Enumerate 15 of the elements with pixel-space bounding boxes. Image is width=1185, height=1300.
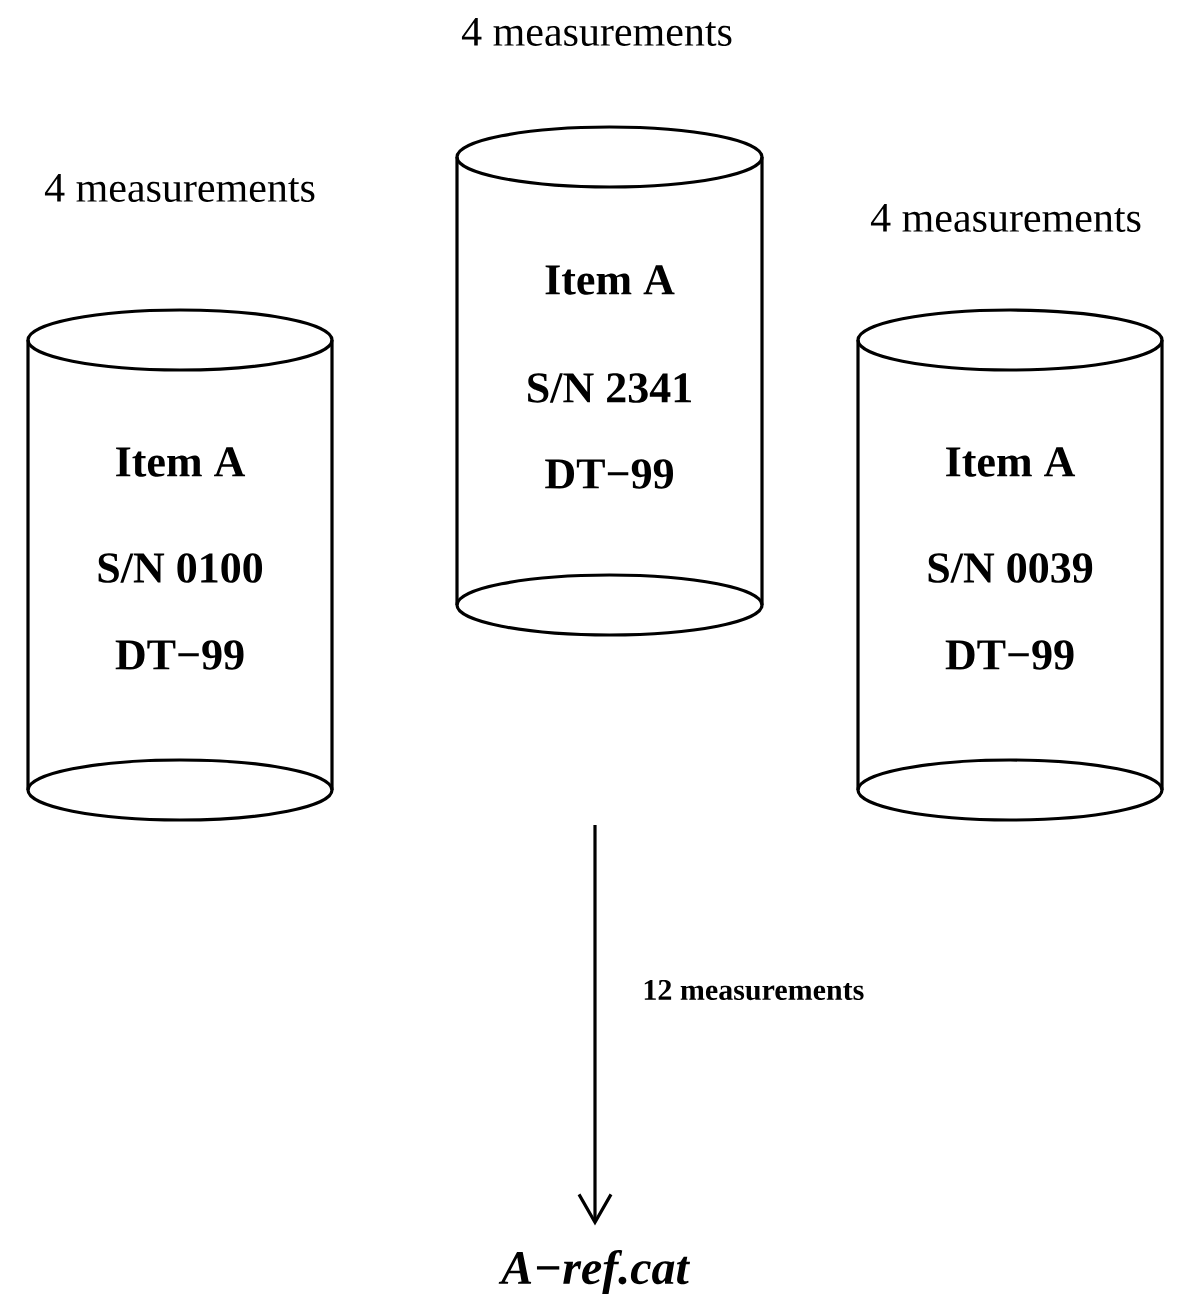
arrow	[577, 825, 613, 1226]
node-label: 4 measurements	[44, 174, 315, 203]
cylinder-label: S/N 0100	[98, 553, 263, 583]
cylinder-label: Item A	[545, 265, 675, 295]
cylinder-label: DT−99	[545, 459, 673, 489]
cylinder-label: DT−99	[115, 640, 244, 670]
cylinder-label: S/N 0039	[928, 553, 1093, 583]
file-name: A−ref.cat	[498, 1250, 691, 1295]
cylinder-label: S/N 2341	[528, 373, 691, 403]
node-label: 4 measurements	[461, 18, 732, 47]
edge-label: 12 measurements	[644, 979, 864, 1001]
cylinder-label: Item A	[116, 447, 246, 477]
cylinder-label: Item A	[946, 447, 1076, 477]
cylinder-label: DT−99	[945, 640, 1074, 670]
node-label: 4 measurements	[870, 204, 1141, 233]
